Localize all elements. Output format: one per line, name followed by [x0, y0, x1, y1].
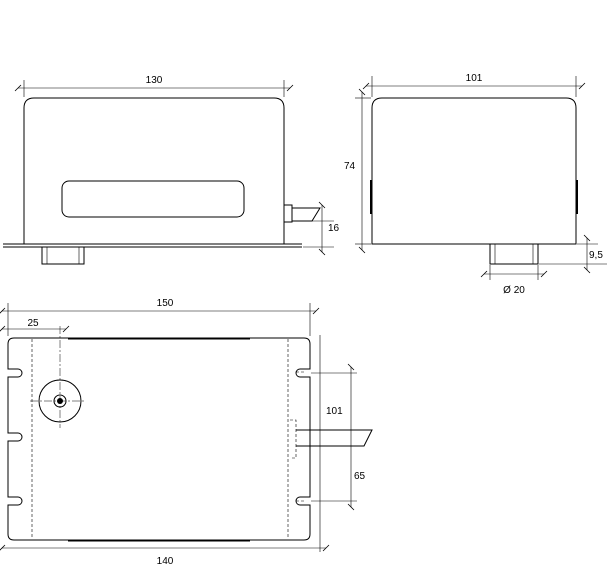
- front-cable-exit: [292, 207, 321, 222]
- front-view: 130 16: [3, 75, 340, 265]
- side-view: 101 74 9,5 Ø 20: [344, 73, 607, 296]
- front-cable-gland: [41, 246, 85, 265]
- dim-101-top-label: 101: [326, 406, 343, 417]
- dim-150-label: 150: [157, 298, 174, 309]
- top-base-plate-outline: [7, 337, 311, 541]
- top-view: 150 25 101 65 140: [0, 298, 373, 567]
- side-clip-left: [370, 180, 372, 214]
- dim-101-side-label: 101: [466, 73, 483, 84]
- dim-d20-label: Ø 20: [503, 285, 525, 296]
- dim-140-label: 140: [157, 556, 174, 567]
- front-cable-boss: [284, 204, 293, 223]
- side-clip-right: [576, 180, 578, 214]
- top-cable-exit: [296, 429, 373, 447]
- dim-74-label: 74: [344, 161, 356, 172]
- dim-9-5-label: 9,5: [589, 250, 603, 261]
- side-housing-outline: [371, 97, 577, 245]
- dim-25-label: 25: [27, 318, 39, 329]
- front-housing-outline: [23, 97, 285, 244]
- front-label-window: [61, 180, 245, 218]
- top-mounting-hole: [30, 326, 86, 428]
- top-hidden-cable-boss: [290, 419, 297, 459]
- dim-16-label: 16: [328, 223, 340, 234]
- dim-65-label: 65: [354, 471, 366, 482]
- dim-130-label: 130: [146, 75, 163, 86]
- side-cable-gland: [489, 243, 539, 265]
